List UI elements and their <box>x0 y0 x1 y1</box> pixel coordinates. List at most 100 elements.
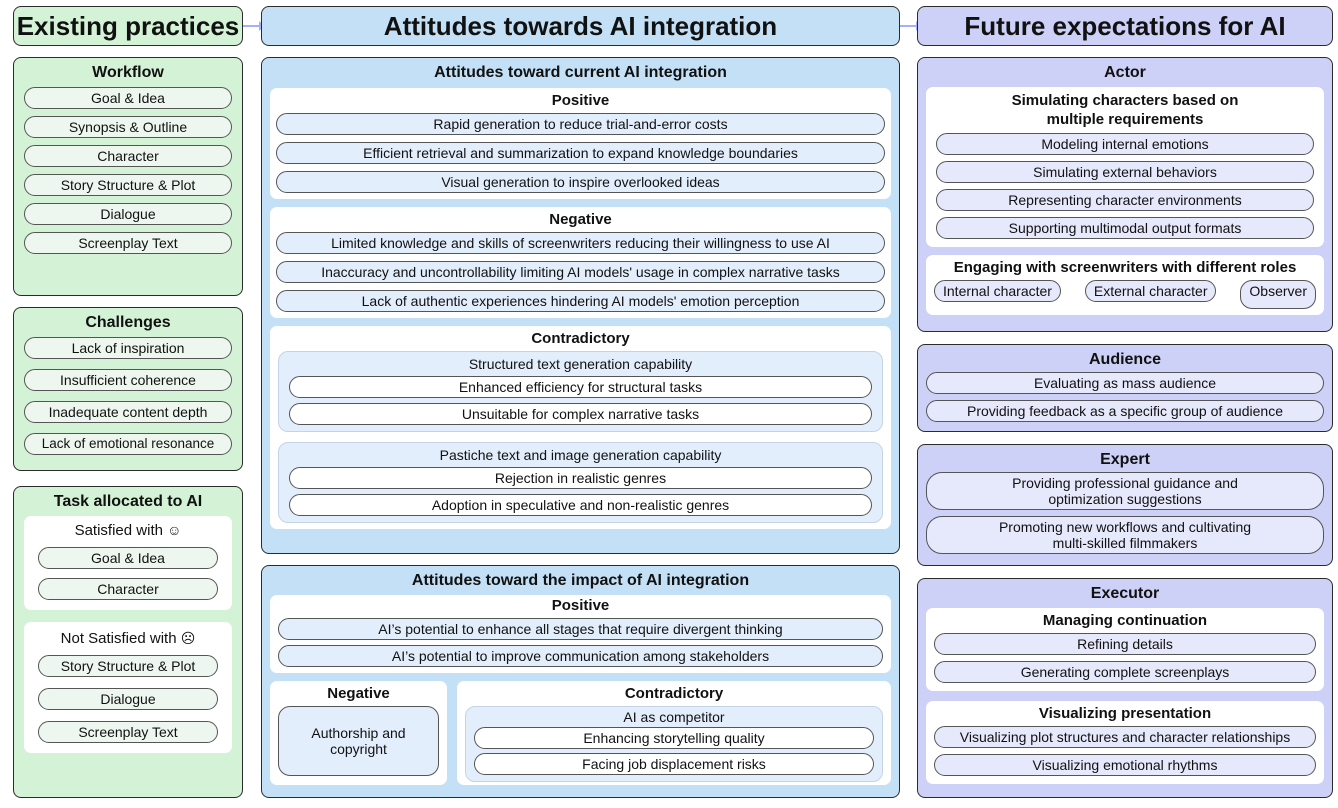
group-item: Unsuitable for complex narrative tasks <box>289 403 872 425</box>
challenge-item: Lack of emotional resonance <box>24 433 232 455</box>
expert-panel: Expert Providing professional guidance a… <box>917 444 1333 566</box>
simulating-item: Representing character environments <box>936 189 1314 211</box>
simulating-item: Simulating external behaviors <box>936 161 1314 183</box>
satisfied-section: Satisfied with ☺ Goal & Idea Character <box>24 516 232 610</box>
current-positive-item: Rapid generation to reduce trial-and-err… <box>276 113 885 135</box>
current-contradictory-title: Contradictory <box>531 330 630 347</box>
current-positive-item: Efficient retrieval and summarization to… <box>276 142 885 164</box>
impact-positive-item: AI’s potential to improve communication … <box>278 645 883 667</box>
current-contradictory-section: Contradictory Structured text generation… <box>270 326 891 529</box>
group-item: Rejection in realistic genres <box>289 467 872 489</box>
audience-item: Evaluating as mass audience <box>926 372 1324 394</box>
workflow-item: Screenplay Text <box>24 232 232 254</box>
engaging-title: Engaging with screenwriters with differe… <box>953 259 1297 276</box>
group-title: AI as competitor <box>623 709 725 725</box>
managing-title: Managing continuation <box>1042 612 1208 629</box>
not-satisfied-section: Not Satisfied with ☹ Story Structure & P… <box>24 622 232 753</box>
managing-item: Refining details <box>934 633 1316 655</box>
impact-positive-title: Positive <box>551 597 610 614</box>
smile-icon: ☺ <box>167 522 182 538</box>
managing-item: Generating complete screenplays <box>934 661 1316 683</box>
not-satisfied-item: Screenplay Text <box>38 721 218 743</box>
simulating-item: Modeling internal emotions <box>936 133 1314 155</box>
visualizing-item: Visualizing plot structures and characte… <box>934 726 1316 748</box>
impact-contradictory-section: Contradictory AI as competitor Enhancing… <box>457 681 891 785</box>
header-future: Future expectations for AI <box>917 6 1333 46</box>
satisfied-title: Satisfied with <box>74 522 163 539</box>
not-satisfied-item: Dialogue <box>38 688 218 710</box>
visualizing-section: Visualizing presentation Visualizing plo… <box>926 701 1324 784</box>
current-positive-section: Positive Rapid generation to reduce tria… <box>270 88 891 199</box>
current-negative-section: Negative Limited knowledge and skills of… <box>270 207 891 318</box>
current-positive-item: Visual generation to inspire overlooked … <box>276 171 885 193</box>
audience-title: Audience <box>1088 351 1161 368</box>
simulating-item: Supporting multimodal output formats <box>936 217 1314 239</box>
group-item: Adoption in speculative and non-realisti… <box>289 494 872 516</box>
pastiche-group: Pastiche text and image generation capab… <box>278 442 883 523</box>
impact-contradictory-title: Contradictory <box>624 685 724 702</box>
structured-text-group: Structured text generation capability En… <box>278 351 883 432</box>
impact-positive-item: AI’s potential to enhance all stages tha… <box>278 618 883 640</box>
actor-title: Actor <box>1104 64 1146 81</box>
current-positive-title: Positive <box>551 92 610 109</box>
challenge-item: Inadequate content depth <box>24 401 232 423</box>
audience-panel: Audience Evaluating as mass audience Pro… <box>917 344 1333 432</box>
satisfied-item: Character <box>38 578 218 600</box>
workflow-item: Story Structure & Plot <box>24 174 232 196</box>
expert-item: Promoting new workflows and cultivating … <box>926 516 1324 554</box>
engaging-section: Engaging with screenwriters with differe… <box>926 255 1324 315</box>
impact-title: Attitudes toward the impact of AI integr… <box>411 572 750 589</box>
challenge-item: Lack of inspiration <box>24 337 232 359</box>
current-integration-panel: Attitudes toward current AI integration … <box>261 57 900 554</box>
workflow-panel: Workflow Goal & Idea Synopsis & Outline … <box>13 57 243 296</box>
workflow-item: Goal & Idea <box>24 87 232 109</box>
header-existing-practices: Existing practices <box>13 6 243 46</box>
executor-title: Executor <box>1090 585 1160 602</box>
not-satisfied-item: Story Structure & Plot <box>38 655 218 677</box>
actor-panel: Actor Simulating characters based on mul… <box>917 57 1333 332</box>
competitor-group: AI as competitor Enhancing storytelling … <box>465 706 883 782</box>
expert-title: Expert <box>1100 451 1150 468</box>
workflow-title: Workflow <box>92 64 164 81</box>
audience-item: Providing feedback as a specific group o… <box>926 400 1324 422</box>
group-item: Enhanced efficiency for structural tasks <box>289 376 872 398</box>
role-item: External character <box>1084 280 1217 302</box>
task-allocated-title: Task allocated to AI <box>53 493 203 510</box>
impact-panel: Attitudes toward the impact of AI integr… <box>261 565 900 798</box>
current-negative-item: Inaccuracy and uncontrollability limitin… <box>276 261 885 283</box>
frown-icon: ☹ <box>180 630 196 646</box>
challenges-panel: Challenges Lack of inspiration Insuffici… <box>13 307 243 471</box>
not-satisfied-title: Not Satisfied with <box>60 630 177 647</box>
challenges-title: Challenges <box>85 314 171 331</box>
expert-item: Providing professional guidance and opti… <box>926 472 1324 510</box>
arrow-icon <box>243 21 265 31</box>
impact-positive-section: Positive AI’s potential to enhance all s… <box>270 595 891 673</box>
header-label: Future expectations for AI <box>964 10 1286 41</box>
current-negative-item: Limited knowledge and skills of screenwr… <box>276 232 885 254</box>
visualizing-title: Visualizing presentation <box>1038 705 1212 722</box>
group-title: Structured text generation capability <box>468 356 693 372</box>
simulating-section: Simulating characters based on multiple … <box>926 87 1324 247</box>
header-label: Attitudes towards AI integration <box>383 10 778 41</box>
challenge-item: Insufficient coherence <box>24 369 232 391</box>
current-title: Attitudes toward current AI integration <box>434 64 727 81</box>
role-item: Observer <box>1240 280 1316 309</box>
role-item: Internal character <box>934 280 1061 302</box>
header-attitudes: Attitudes towards AI integration <box>261 6 900 46</box>
workflow-item: Character <box>24 145 232 167</box>
workflow-item: Dialogue <box>24 203 232 225</box>
managing-section: Managing continuation Refining details G… <box>926 608 1324 691</box>
group-title: Pastiche text and image generation capab… <box>439 447 722 463</box>
impact-negative-item: Authorship and copyright <box>278 706 439 776</box>
simulating-title: Simulating characters based on multiple … <box>1011 92 1239 128</box>
group-item: Facing job displacement risks <box>474 753 874 775</box>
impact-negative-title: Negative <box>327 685 390 702</box>
current-negative-title: Negative <box>549 211 612 228</box>
impact-negative-section: Negative Authorship and copyright <box>270 681 447 785</box>
header-label: Existing practices <box>16 10 240 41</box>
workflow-item: Synopsis & Outline <box>24 116 232 138</box>
group-item: Enhancing storytelling quality <box>474 727 874 749</box>
current-negative-item: Lack of authentic experiences hindering … <box>276 290 885 312</box>
visualizing-item: Visualizing emotional rhythms <box>934 754 1316 776</box>
task-allocated-panel: Task allocated to AI Satisfied with ☺ Go… <box>13 486 243 798</box>
